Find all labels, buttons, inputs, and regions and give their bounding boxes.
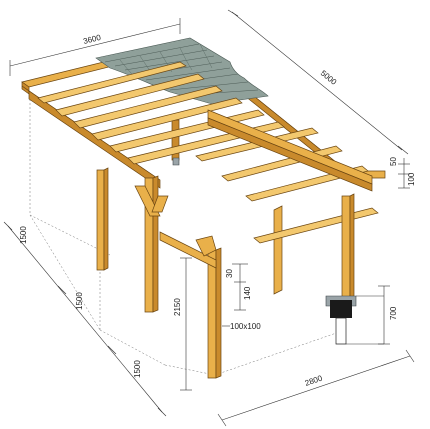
ridge-beam — [207, 109, 373, 192]
dim-length: 5000 — [319, 69, 339, 88]
dim-bracket-b: 140 — [243, 286, 252, 300]
dimension-lines — [3, 9, 415, 427]
dim-side-2: 1500 — [75, 292, 84, 310]
braces — [134, 185, 217, 269]
dim-side-1: 1500 — [19, 226, 28, 244]
roofing-sheet — [95, 37, 269, 105]
dim-bracket-a: 30 — [225, 269, 234, 278]
dim-beam-height: 100 — [407, 172, 416, 186]
footing-detail — [325, 295, 357, 345]
dim-footing: 700 — [389, 306, 398, 320]
dim-side-3: 1500 — [133, 360, 142, 378]
dim-width-top: 3600 — [82, 33, 102, 46]
dim-post-height: 2150 — [173, 298, 182, 316]
dim-rafter-height: 50 — [389, 157, 398, 166]
dim-post-section: 100x100 — [230, 322, 261, 331]
dim-width-bottom: 2800 — [304, 373, 324, 387]
